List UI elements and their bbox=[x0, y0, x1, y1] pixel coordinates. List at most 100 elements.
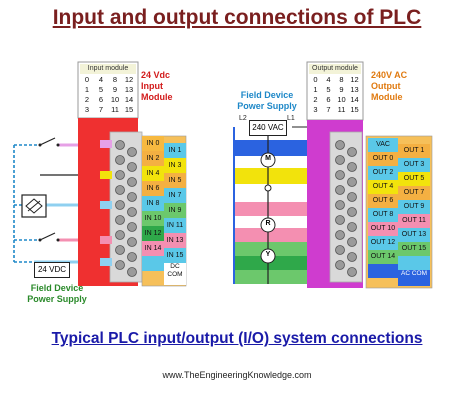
input-terminal-screws bbox=[115, 140, 137, 277]
output-terminal-screws bbox=[335, 140, 357, 277]
terminal-label: OUT 1 bbox=[403, 147, 425, 154]
status-cell: 11 bbox=[111, 105, 119, 114]
input-module bbox=[77, 61, 143, 286]
status-cell: 8 bbox=[339, 75, 344, 84]
status-cell: 9 bbox=[112, 85, 118, 94]
terminal-label: IN 1 bbox=[168, 147, 182, 154]
terminal-label: OUT 9 bbox=[403, 203, 425, 210]
terminal-label: IN 10 bbox=[144, 215, 162, 222]
input-voltage-label: 24 Vdc bbox=[141, 70, 171, 80]
terminal-label: IN 12 bbox=[144, 230, 162, 237]
status-cell: 10 bbox=[337, 95, 346, 104]
red-lamp-device-label: R bbox=[265, 220, 271, 227]
input-module-header: Input module bbox=[87, 65, 129, 72]
status-cell: 2 bbox=[84, 95, 90, 104]
output-field-wiring bbox=[233, 126, 313, 284]
terminal-label: OUT 14 bbox=[370, 253, 396, 260]
status-cell: 12 bbox=[350, 75, 359, 84]
status-cell: 0 bbox=[313, 75, 318, 84]
terminal-label: OUT 11 bbox=[402, 217, 426, 224]
output-module bbox=[306, 61, 364, 288]
motor-device-label: M bbox=[265, 155, 271, 162]
status-cell: 6 bbox=[326, 95, 331, 104]
l2-label: L2 bbox=[239, 115, 247, 122]
output-type-label: Output bbox=[371, 81, 401, 91]
terminal-label: IN 6 bbox=[146, 185, 160, 192]
terminal-label: IN 0 bbox=[146, 140, 160, 147]
terminal-label: IN 15 bbox=[166, 252, 184, 259]
terminal-label: OUT 7 bbox=[403, 189, 425, 196]
terminal-label: OUT 10 bbox=[370, 225, 396, 232]
status-cell: 8 bbox=[112, 75, 118, 84]
terminal-label: OUT 6 bbox=[372, 197, 394, 204]
status-cell: 1 bbox=[84, 85, 90, 94]
terminal-label: OUT 0 bbox=[372, 155, 394, 162]
status-cell: 15 bbox=[350, 105, 359, 114]
status-cell: 6 bbox=[98, 95, 104, 104]
terminal-label: IN 9 bbox=[168, 207, 182, 214]
page-title: Input and output connections of PLC bbox=[52, 6, 422, 29]
status-cell: 7 bbox=[98, 105, 104, 114]
input-power-label-line2: Power Supply bbox=[27, 294, 87, 304]
terminal-label: IN 7 bbox=[168, 192, 182, 199]
input-module-word: Module bbox=[141, 92, 173, 102]
status-cell: 3 bbox=[84, 105, 90, 114]
output-terminal-strip bbox=[365, 135, 433, 289]
input-type-label: Input bbox=[141, 81, 163, 91]
output-module-label: 240V AC Output Module bbox=[371, 70, 407, 103]
output-power-label-line2: Power Supply bbox=[237, 101, 297, 111]
output-module-word: Module bbox=[371, 92, 403, 102]
terminal-label: OUT 8 bbox=[372, 211, 394, 218]
output-power-label-line1: Field Device bbox=[240, 90, 294, 100]
status-cell: 15 bbox=[124, 105, 134, 114]
terminal-label: OUT 3 bbox=[403, 161, 425, 168]
output-module-header: Output module bbox=[312, 65, 358, 72]
status-cell: 12 bbox=[124, 75, 134, 84]
terminal-label: IN 13 bbox=[166, 237, 184, 244]
output-power-supply-label: Field Device Power Supply bbox=[232, 90, 302, 112]
terminal-label: IN 2 bbox=[146, 155, 160, 162]
terminal-label: IN 8 bbox=[146, 200, 160, 207]
terminal-label: IN 5 bbox=[168, 177, 182, 184]
diagram-subtitle: Typical PLC input/output (I/O) system co… bbox=[51, 330, 423, 347]
status-cell: 10 bbox=[110, 95, 120, 104]
terminal-label: IN 14 bbox=[144, 245, 162, 252]
output-com-label: AC COM bbox=[401, 270, 427, 277]
terminal-label: OUT 5 bbox=[403, 175, 425, 182]
status-cell: 14 bbox=[350, 95, 359, 104]
input-power-label-line1: Field Device bbox=[30, 283, 84, 293]
status-cell: 5 bbox=[98, 85, 104, 94]
terminal-label: OUT 2 bbox=[372, 169, 394, 176]
status-cell: 2 bbox=[313, 95, 318, 104]
status-cell: 13 bbox=[350, 85, 359, 94]
status-cell: 13 bbox=[124, 85, 134, 94]
status-cell: 0 bbox=[84, 75, 90, 84]
website-footer[interactable]: www.TheEngineeringKnowledge.com bbox=[162, 370, 312, 380]
terminal-label: OUT 12 bbox=[370, 239, 396, 246]
yellow-lamp-device-label: Y bbox=[265, 251, 271, 258]
output-voltage-label: 240V AC bbox=[371, 70, 408, 80]
status-cell: 14 bbox=[124, 95, 134, 104]
output-vac-label: VAC bbox=[376, 141, 390, 148]
terminal-label: OUT 13 bbox=[401, 231, 427, 238]
status-cell: 9 bbox=[339, 85, 344, 94]
input-terminal-strip bbox=[141, 135, 187, 287]
status-cell: 4 bbox=[98, 75, 104, 84]
l1-label: L1 bbox=[287, 115, 295, 122]
terminal-label: OUT 4 bbox=[372, 183, 394, 190]
input-power-supply-box: 24 VDC bbox=[34, 262, 70, 278]
status-cell: 5 bbox=[326, 85, 331, 94]
status-cell: 11 bbox=[337, 105, 346, 114]
terminal-label: IN 3 bbox=[168, 162, 182, 169]
terminal-label: IN 11 bbox=[166, 222, 184, 229]
terminal-label: OUT 15 bbox=[401, 245, 427, 252]
terminal-label: IN 4 bbox=[146, 170, 160, 177]
status-cell: 3 bbox=[313, 105, 318, 114]
status-cell: 1 bbox=[313, 85, 318, 94]
input-com-label: DC COM bbox=[167, 263, 183, 278]
status-cell: 7 bbox=[326, 105, 331, 114]
status-cell: 4 bbox=[326, 75, 331, 84]
